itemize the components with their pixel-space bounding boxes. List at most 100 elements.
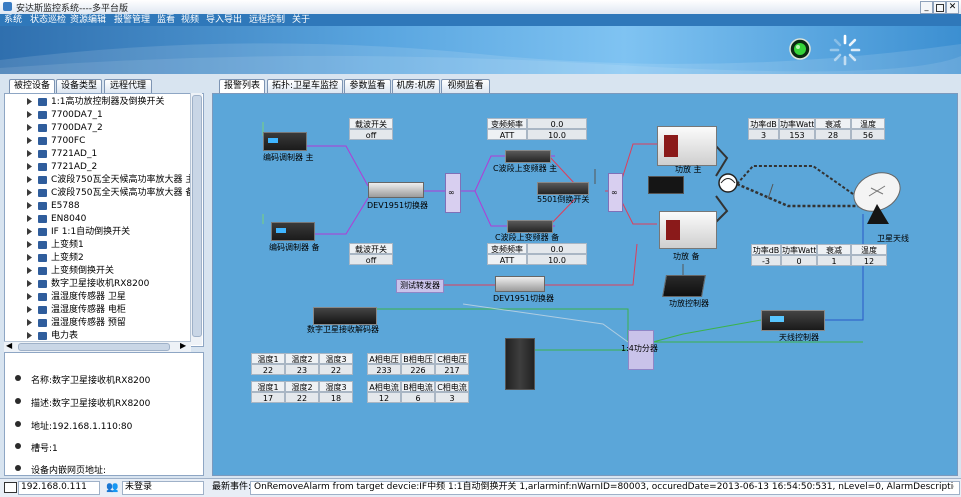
current-header: C相电流 <box>435 381 469 392</box>
upconverter-backup-device[interactable] <box>507 220 553 233</box>
menu-video[interactable]: 视频 <box>181 15 200 25</box>
info-slot: 槽号:1 <box>15 441 58 454</box>
dev1951-top-device[interactable] <box>368 182 424 198</box>
pa-top-header: 功率Watts <box>779 118 815 129</box>
expand-icon[interactable] <box>25 292 34 301</box>
event-text: OnRemoveAlarm from target devcie:IF中频 1:… <box>254 482 954 492</box>
splitter-device[interactable] <box>628 330 654 370</box>
expand-icon[interactable] <box>25 305 34 314</box>
scroll-left-icon[interactable]: ◀ <box>6 341 13 350</box>
expand-icon[interactable] <box>25 240 34 249</box>
scroll-right-icon[interactable]: ▶ <box>180 341 187 350</box>
expand-icon[interactable] <box>25 201 34 210</box>
minimize-button[interactable]: _ <box>920 1 933 14</box>
tree-item[interactable]: 温湿度传感器 预留 <box>5 317 193 329</box>
pa-main-device[interactable] <box>657 126 717 166</box>
pa-backup-device[interactable] <box>659 211 717 249</box>
menu-inspection[interactable]: 状态巡检 <box>30 15 67 25</box>
dev1951-bottom-device[interactable] <box>495 276 545 292</box>
expand-icon[interactable] <box>25 188 34 197</box>
expand-icon[interactable] <box>25 162 34 171</box>
encoder-main-label: 编码调制器 主 <box>263 153 314 162</box>
menu-about[interactable]: 关于 <box>292 15 311 25</box>
antenna-controller-device[interactable] <box>761 310 825 331</box>
tree-item[interactable]: 上变频倒换开关 <box>5 265 193 277</box>
tree-item[interactable]: 1:1高功放控制器及倒换开关 <box>5 96 193 108</box>
tree-item[interactable]: 7700DA7_2 <box>5 122 193 134</box>
scrollbar-thumb[interactable] <box>18 343 170 351</box>
menu-remote-control[interactable]: 远程控制 <box>249 15 286 25</box>
uc-switch-device[interactable] <box>537 182 589 195</box>
expand-icon[interactable] <box>25 110 34 119</box>
tree-item[interactable]: 7700FC <box>5 135 193 147</box>
info-name: 名称:数字卫星接收机RX8200 <box>14 373 150 386</box>
menu-resource-edit[interactable]: 资源编辑 <box>70 15 107 25</box>
expand-icon[interactable] <box>25 279 34 288</box>
tree-item[interactable]: 电力表 <box>5 330 193 342</box>
connection-status-icon[interactable] <box>789 38 811 60</box>
encoder-backup-device[interactable] <box>271 222 315 241</box>
expand-icon[interactable] <box>25 253 34 262</box>
maximize-button[interactable] <box>933 1 946 14</box>
screen-icon <box>276 228 286 233</box>
tree-item[interactable]: 上变频1 <box>5 239 193 251</box>
close-button[interactable]: ✕ <box>946 1 959 14</box>
tree-item[interactable]: C波段750瓦全天候高功率放大器 主 <box>5 174 194 186</box>
satellite-receiver-label: 数字卫星接收解码器 <box>307 325 379 334</box>
tree-item[interactable]: IF 1:1自动倒换开关 <box>5 226 193 238</box>
tab-remote-agents[interactable]: 远程代理 <box>104 79 152 93</box>
expand-icon[interactable] <box>25 136 34 145</box>
device-icon <box>38 332 47 340</box>
expand-icon[interactable] <box>25 175 34 184</box>
tab-machine-room[interactable]: 机房:机房 <box>392 79 440 93</box>
rack-cabinet-device[interactable] <box>505 338 535 390</box>
satellite-receiver-device[interactable] <box>313 307 377 325</box>
expand-icon[interactable] <box>25 97 34 106</box>
tree-item[interactable]: 7700DA7_1 <box>5 109 193 121</box>
expand-icon[interactable] <box>25 266 34 275</box>
expand-icon[interactable] <box>25 123 34 132</box>
tree-horizontal-scrollbar[interactable]: ◀ ▶ <box>4 341 191 352</box>
expand-icon[interactable] <box>25 227 34 236</box>
info-description: 描述:数字卫星接收机RX8200 <box>14 396 150 409</box>
switch-top-device[interactable]: ∞ <box>445 173 461 213</box>
tree-vertical-scrollbar[interactable] <box>190 93 202 345</box>
tree-item[interactable]: 数字卫星接收机RX8200 <box>5 278 193 290</box>
expand-icon[interactable] <box>25 331 34 340</box>
switch-mid-device[interactable]: ∞ <box>608 173 623 212</box>
menu-import-export[interactable]: 导入导出 <box>206 15 243 25</box>
tab-parameter-monitor[interactable]: 参数监看 <box>344 79 391 93</box>
tree-item[interactable]: 温湿度传感器 电柜 <box>5 304 193 316</box>
tab-controlled-devices[interactable]: 被控设备 <box>9 79 55 93</box>
tab-device-types[interactable]: 设备类型 <box>56 79 102 93</box>
att-bottom-header: ATT <box>487 254 527 265</box>
tree-item[interactable]: 7721AD_2 <box>5 161 193 173</box>
tree-item[interactable]: 温湿度传感器 卫星 <box>5 291 193 303</box>
tab-video-monitor[interactable]: 视频监看 <box>441 79 490 93</box>
tree-item[interactable]: 上变频2 <box>5 252 193 264</box>
scrollbar-thumb[interactable] <box>192 95 202 337</box>
banner <box>0 26 961 74</box>
upconverter-main-device[interactable] <box>505 150 551 163</box>
expand-icon[interactable] <box>25 214 34 223</box>
tree-item[interactable]: E5788 <box>5 200 193 212</box>
menu-monitor[interactable]: 监看 <box>157 15 176 25</box>
tab-topology-satellite-truck[interactable]: 拓扑:卫星车监控 <box>267 79 343 93</box>
menu-system[interactable]: 系统 <box>4 15 23 25</box>
tree-item[interactable]: EN8040 <box>5 213 193 225</box>
pa-top-header: 温度 <box>851 118 885 129</box>
waveguide-switch-icon[interactable] <box>717 172 739 194</box>
menu-alarm[interactable]: 报警管理 <box>114 15 151 25</box>
encoder-main-device[interactable] <box>263 132 307 151</box>
waveguide-device[interactable] <box>648 176 684 194</box>
expand-icon[interactable] <box>25 149 34 158</box>
tree-item[interactable]: C波段750瓦全天候高功率放大器 备 <box>5 187 194 199</box>
expand-icon[interactable] <box>25 318 34 327</box>
test-transponder-device[interactable]: 测试转发器 <box>396 279 444 293</box>
pa-controller-device[interactable] <box>662 275 706 297</box>
device-tree[interactable]: 1:1高功放控制器及倒换开关 7700DA7_1 7700DA7_2 7700F… <box>4 93 204 347</box>
tree-item[interactable]: 7721AD_1 <box>5 148 193 160</box>
status-bar: 192.168.0.111 👥 未登录 最新事件: OnRemoveAlarm … <box>0 478 961 497</box>
tab-alarm-list[interactable]: 报警列表 <box>219 79 265 93</box>
satellite-dish-icon[interactable] <box>849 168 905 228</box>
